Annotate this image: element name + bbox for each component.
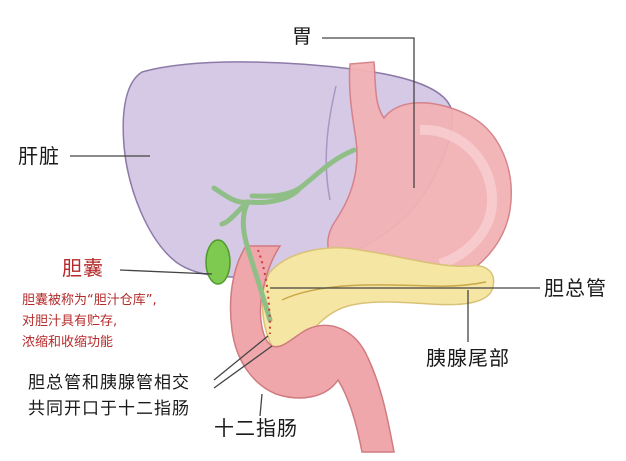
label-common-bile-duct: 胆总管 [544,276,607,300]
bile-duct-tree [211,147,357,323]
junction-note-line: 胆总管和胰腺管相交 [28,373,190,393]
gallbladder-shape [205,239,231,285]
label-pancreas-tail: 胰腺尾部 [426,346,510,370]
leader-gallbladder [119,269,213,275]
junction-note: 胆总管和胰腺管相交 共同开口于十二指肠 [28,370,190,422]
leader-junction-2 [213,345,273,389]
pancreatic-duct [281,281,487,301]
gallbladder-note-line: 对胆汁具有贮存, [22,314,118,329]
label-duodenum: 十二指肠 [214,416,298,440]
gallbladder-note-line: 胆囊被称为“胆汁仓库”, [22,293,157,308]
junction-dots [257,249,271,335]
junction-note-line: 共同开口于十二指肠 [28,399,190,419]
gallbladder-note-line: 浓缩和收缩功能 [22,335,114,350]
liver-lobe-line [325,85,337,201]
label-stomach: 胃 [292,24,313,48]
duodenum-shape [229,245,395,453]
leader-junction-1 [213,335,269,381]
leader-stomach [322,37,415,188]
leader-duodenum [259,393,263,417]
gallbladder-note: 胆囊被称为“胆汁仓库”, 对胆汁具有贮存, 浓缩和收缩功能 [22,290,157,353]
label-gallbladder: 胆囊 [62,256,104,280]
label-liver: 肝脏 [18,144,60,168]
stomach-highlight [419,124,498,269]
